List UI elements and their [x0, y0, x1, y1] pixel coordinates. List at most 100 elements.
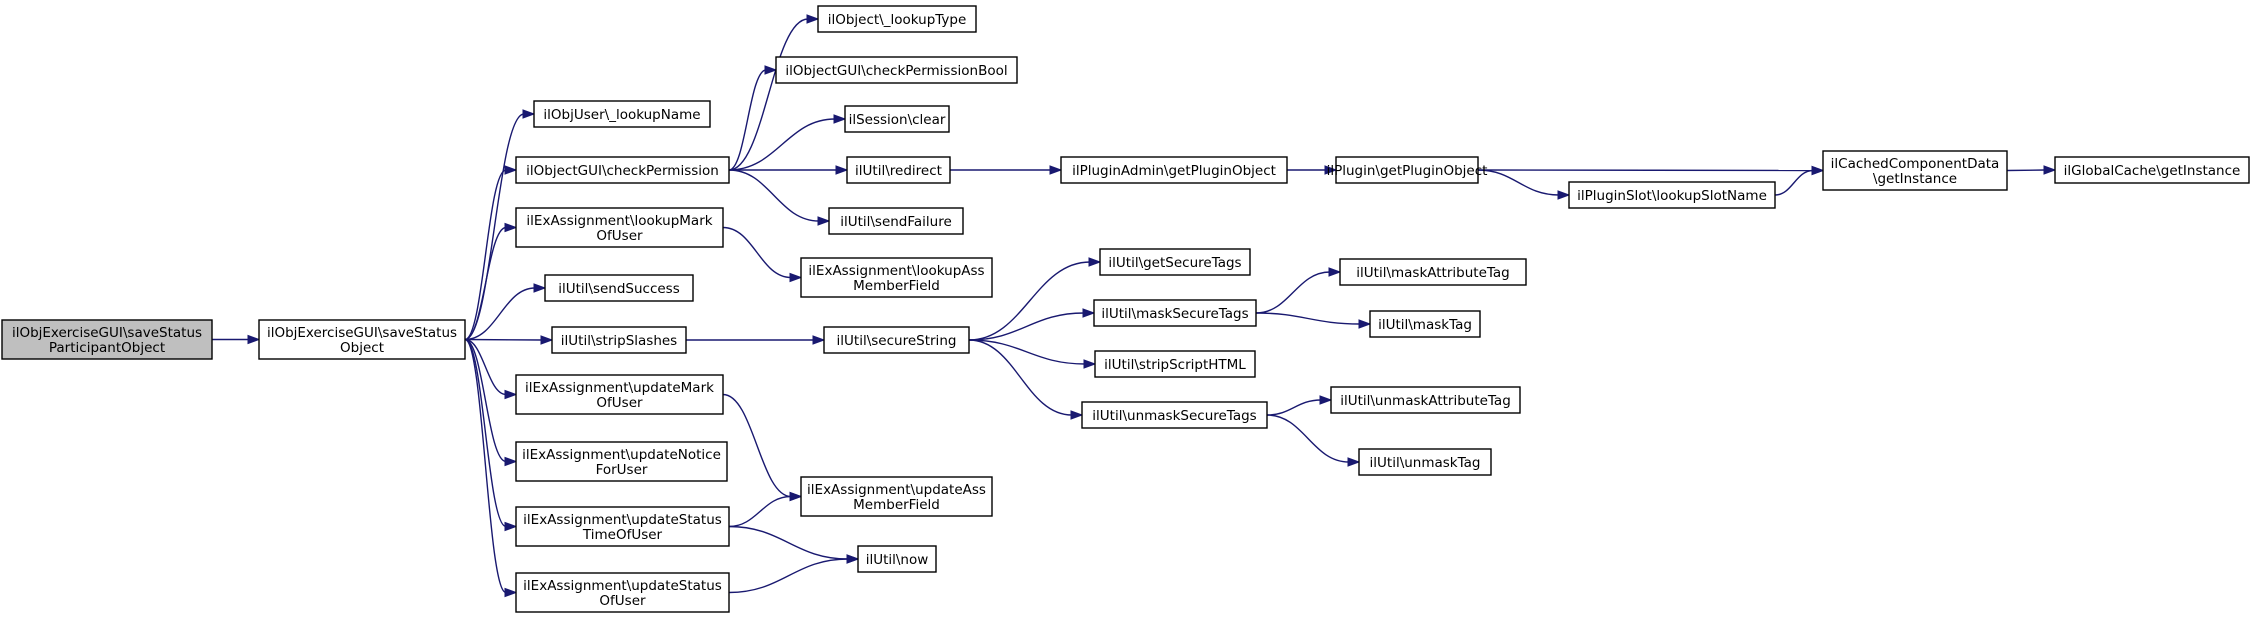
node-box — [1339, 258, 1527, 286]
node-box — [1099, 248, 1251, 276]
graph-node-n27[interactable]: ilUtil\maskAttributeTag — [1339, 258, 1527, 286]
node-box — [1330, 386, 1521, 414]
edge-n1-n9 — [464, 338, 518, 532]
graph-node-n2[interactable]: ilObjUser\_lookupName — [533, 100, 711, 128]
node-box — [817, 5, 977, 33]
node-label: TimeOfUser — [582, 527, 663, 543]
node-box — [823, 326, 970, 354]
node-label: ilUtil\secureString — [837, 333, 957, 349]
graph-node-n26[interactable]: ilPluginSlot\lookupSlotName — [1568, 181, 1776, 209]
edges-layer — [212, 14, 2057, 598]
node-box — [533, 100, 711, 128]
graph-node-n21[interactable]: ilUtil\getSecureTags — [1099, 248, 1251, 276]
node-label: ilUtil\getSecureTags — [1108, 255, 1241, 271]
node-box — [515, 207, 724, 248]
node-label: ilExAssignment\updateMark — [525, 380, 714, 396]
edge-n25-n26 — [1477, 169, 1571, 200]
graph-node-n24[interactable]: ilUtil\unmaskSecureTags — [1081, 401, 1268, 429]
node-label: ilObjectGUI\checkPermissionBool — [785, 63, 1007, 79]
node-box — [258, 319, 466, 360]
node-box — [857, 545, 937, 573]
node-label: ilExAssignment\lookupMark — [526, 213, 712, 229]
node-label: ilPlugin\getPluginObject — [1327, 163, 1488, 179]
edge-n22-n28 — [1255, 312, 1372, 329]
node-label: \getInstance — [1873, 171, 1957, 187]
node-box — [846, 156, 951, 184]
edge-n1-n8 — [464, 338, 518, 467]
node-box — [800, 257, 993, 298]
node-box — [1, 319, 213, 360]
edge-n10-n19 — [728, 554, 860, 594]
graph-node-n31[interactable]: ilCachedComponentData\getInstance — [1822, 150, 2008, 191]
graph-node-n0[interactable]: ilObjExerciseGUI\saveStatusParticipantOb… — [1, 319, 213, 360]
graph-node-n32[interactable]: ilGlobalCache\getInstance — [2054, 156, 2250, 184]
edge-n1-n3 — [464, 165, 518, 341]
node-label: ParticipantObject — [49, 340, 165, 356]
node-box — [1060, 156, 1288, 184]
node-box — [515, 156, 730, 184]
node-box — [844, 105, 950, 133]
edge-n20-n25 — [1287, 165, 1338, 175]
node-label: ilObjExerciseGUI\saveStatus — [12, 325, 202, 341]
graph-node-n25[interactable]: ilPlugin\getPluginObject — [1327, 156, 1488, 184]
node-label: ilGlobalCache\getInstance — [2064, 163, 2241, 179]
edge-n14-n20 — [950, 165, 1063, 175]
node-label: ilExAssignment\lookupAss — [808, 263, 984, 279]
graph-node-n19[interactable]: ilUtil\now — [857, 545, 937, 573]
edge-n26-n31 — [1774, 165, 1825, 196]
edge-n0-n1 — [212, 334, 261, 345]
edge-n3-n12 — [728, 65, 778, 171]
graph-node-n5[interactable]: ilUtil\sendSuccess — [544, 274, 694, 302]
edge-n17-n23 — [968, 339, 1097, 369]
graph-node-n29[interactable]: ilUtil\unmaskAttributeTag — [1330, 386, 1521, 414]
graph-node-n14[interactable]: ilUtil\redirect — [846, 156, 951, 184]
node-label: ilObjExerciseGUI\saveStatus — [267, 325, 457, 341]
graph-node-n22[interactable]: ilUtil\maskSecureTags — [1093, 299, 1257, 327]
node-label: MemberField — [853, 278, 940, 294]
graph-node-n15[interactable]: ilUtil\sendFailure — [828, 207, 964, 235]
graph-node-n11[interactable]: ilObject\_lookupType — [817, 5, 977, 33]
node-box — [551, 326, 687, 354]
graph-node-n23[interactable]: ilUtil\stripScriptHTML — [1094, 350, 1256, 378]
node-label: ilUtil\unmaskAttributeTag — [1340, 393, 1511, 409]
node-label: ilUtil\stripSlashes — [561, 333, 677, 349]
node-label: OfUser — [596, 395, 643, 411]
node-label: ilExAssignment\updateStatus — [523, 512, 722, 528]
edge-n22-n27 — [1255, 267, 1342, 314]
node-label: ilUtil\redirect — [855, 163, 942, 179]
edge-n9-n18 — [728, 491, 803, 528]
node-box — [1093, 299, 1257, 327]
node-box — [515, 572, 730, 613]
node-box — [800, 476, 993, 517]
node-label: ilUtil\maskTag — [1378, 317, 1472, 333]
graph-node-n12[interactable]: ilObjectGUI\checkPermissionBool — [775, 56, 1018, 84]
graph-node-n13[interactable]: ilSession\clear — [844, 105, 950, 133]
node-label: OfUser — [596, 228, 643, 244]
node-label: ilObject\_lookupType — [828, 12, 967, 28]
graph-node-n17[interactable]: ilUtil\secureString — [823, 326, 970, 354]
graph-node-n3[interactable]: ilObjectGUI\checkPermission — [515, 156, 730, 184]
graph-node-n6[interactable]: ilUtil\stripSlashes — [551, 326, 687, 354]
node-box — [2054, 156, 2250, 184]
graph-node-n30[interactable]: ilUtil\unmaskTag — [1358, 448, 1492, 476]
edge-n1-n5 — [464, 283, 547, 341]
node-label: ilUtil\maskAttributeTag — [1356, 265, 1509, 281]
graph-node-n20[interactable]: ilPluginAdmin\getPluginObject — [1060, 156, 1288, 184]
graph-node-n28[interactable]: ilUtil\maskTag — [1369, 310, 1481, 338]
node-label: ilObjectGUI\checkPermission — [526, 163, 719, 179]
node-label: Object — [340, 340, 384, 356]
node-label: ilObjUser\_lookupName — [543, 107, 700, 123]
node-label: ilUtil\stripScriptHTML — [1104, 357, 1246, 373]
node-label: ForUser — [596, 462, 648, 478]
edge-n4-n16 — [722, 226, 803, 283]
edge-n1-n7 — [464, 338, 518, 400]
node-box — [1369, 310, 1481, 338]
